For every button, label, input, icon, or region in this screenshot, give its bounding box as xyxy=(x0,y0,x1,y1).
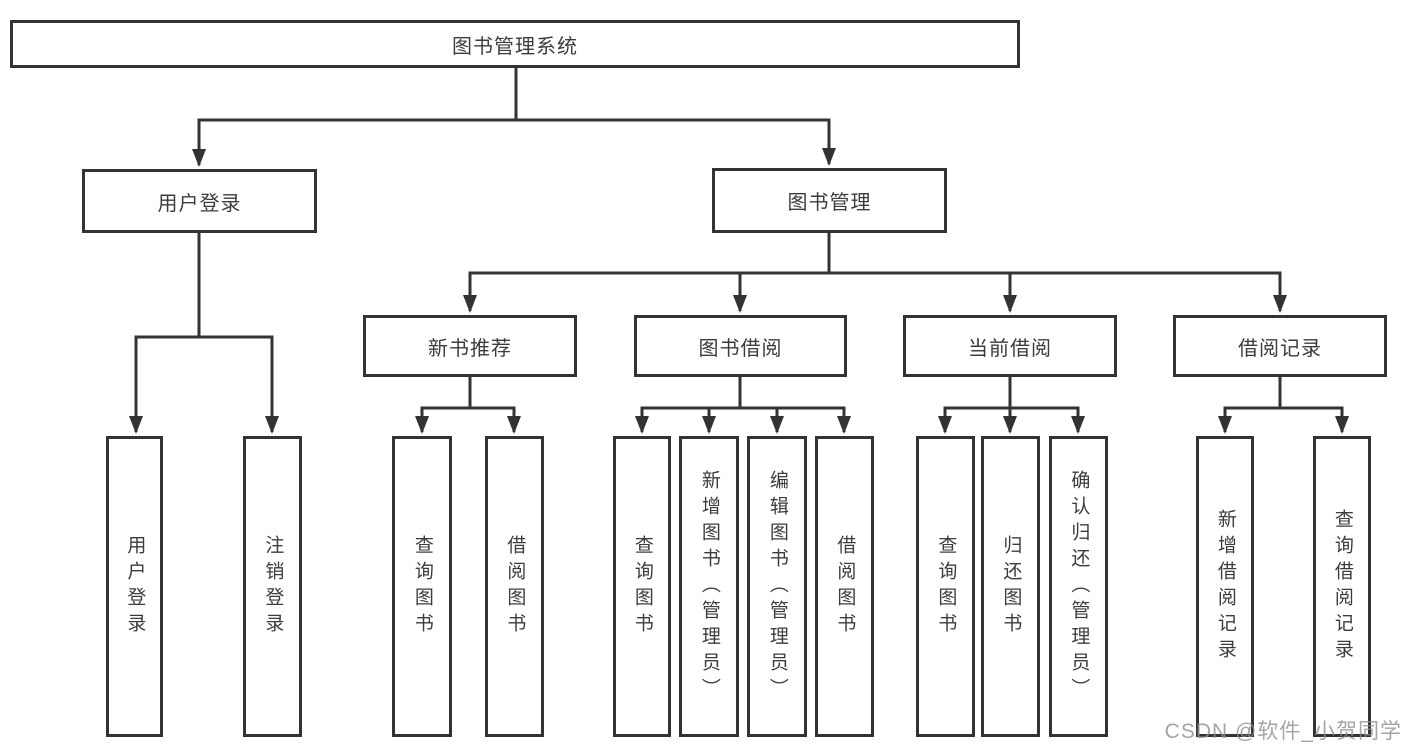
node-book-borrowing: 图书借阅 xyxy=(634,315,847,377)
node-label: 查询借阅记录 xyxy=(1331,508,1353,665)
node-label: 新增借阅记录 xyxy=(1214,508,1236,665)
node-label: 当前借阅 xyxy=(968,337,1052,360)
node-label: 查询图书 xyxy=(411,534,433,639)
node-label: 用户登录 xyxy=(157,192,242,215)
node-label: 查询图书 xyxy=(631,534,653,639)
leaf-edit-books-admin: 编辑图书（管理员） xyxy=(747,436,807,737)
leaf-query-books-borrowing: 查询图书 xyxy=(613,436,671,737)
node-label: 注销登录 xyxy=(262,534,284,639)
node-label: 借阅图书 xyxy=(834,534,856,639)
node-label: 借阅图书 xyxy=(504,534,526,639)
leaf-add-books-admin: 新增图书（管理员） xyxy=(679,436,739,737)
node-label: 查询图书 xyxy=(935,534,957,639)
node-current-borrowing: 当前借阅 xyxy=(903,315,1117,377)
node-label: 图书管理 xyxy=(787,192,872,214)
leaf-borrow-books-recommend: 借阅图书 xyxy=(485,436,544,737)
leaf-add-borrow-record: 新增借阅记录 xyxy=(1196,436,1254,737)
node-library-management-system: 图书管理系统 xyxy=(10,20,1020,68)
leaf-return-books: 归还图书 xyxy=(981,436,1040,737)
node-book-management: 图书管理 xyxy=(712,168,947,233)
node-label: 新书推荐 xyxy=(428,337,512,360)
node-label: 编辑图书（管理员） xyxy=(766,469,788,704)
leaf-borrow-books-borrowing: 借阅图书 xyxy=(815,436,874,737)
node-label: 新增图书（管理员） xyxy=(698,469,720,704)
leaf-logout: 注销登录 xyxy=(243,436,302,737)
leaf-query-borrow-record: 查询借阅记录 xyxy=(1313,436,1371,737)
node-label: 图书管理系统 xyxy=(452,35,578,58)
leaf-query-books-recommend: 查询图书 xyxy=(392,436,452,737)
node-label: 借阅记录 xyxy=(1238,337,1322,360)
node-new-book-recommendation: 新书推荐 xyxy=(363,315,577,377)
node-label: 图书借阅 xyxy=(698,337,783,360)
node-label: 确认归还（管理员） xyxy=(1068,469,1090,704)
node-user-login: 用户登录 xyxy=(82,169,317,233)
leaf-query-books-current: 查询图书 xyxy=(916,436,975,737)
node-label: 用户登录 xyxy=(124,534,146,639)
leaf-user-login: 用户登录 xyxy=(106,436,163,737)
leaf-confirm-return-admin: 确认归还（管理员） xyxy=(1049,436,1108,737)
node-borrowing-records: 借阅记录 xyxy=(1173,315,1387,377)
node-label: 归还图书 xyxy=(1000,534,1022,639)
csdn-watermark: CSDN @软件_小贺同学 xyxy=(1164,720,1402,743)
